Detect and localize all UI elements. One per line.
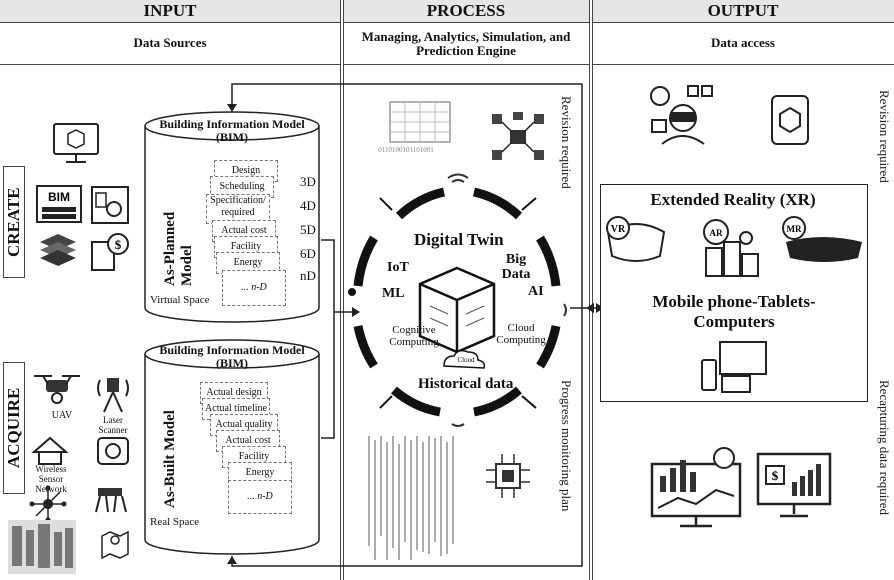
mr-label: MR <box>787 224 802 234</box>
finance-monitor-icon: $ <box>756 452 832 518</box>
ar-label: AR <box>710 228 723 238</box>
binary-text: 0110100101101001 <box>378 146 434 154</box>
process-revision-label: Revision required <box>559 96 574 189</box>
output-header: OUTPUT <box>592 0 894 23</box>
historical-data-label: Historical data <box>418 376 514 392</box>
monitor-cube-icon <box>53 123 99 163</box>
iot-label: IoT <box>387 260 409 275</box>
xr-title: Extended Reality (XR) <box>650 190 816 209</box>
mobile-label: Mobile phone-Tablets-Computers <box>652 292 816 331</box>
dim-label: nD <box>300 268 316 283</box>
divider <box>343 64 589 65</box>
devices-icon <box>701 341 767 393</box>
input-subtitle: Data Sources <box>133 35 207 50</box>
bim-icon: BIM <box>36 185 82 223</box>
built-title: Building Information Model (BIM) <box>159 343 305 370</box>
progress-monitoring-label: Progress monitoring plan <box>559 380 574 512</box>
divider <box>589 0 590 580</box>
wsn-label: Wireless Sensor Network <box>35 464 67 494</box>
real-space-label: Real Space <box>150 516 200 528</box>
drone-icon <box>34 375 80 404</box>
data-stream-image <box>368 436 454 560</box>
dim-label: 6D <box>300 246 316 261</box>
output-subtitle: Data access <box>711 35 775 50</box>
recapturing-label: Recapturing data required <box>877 380 892 515</box>
mr-headset-icon: MR <box>782 216 862 262</box>
divider <box>592 64 894 65</box>
cloud-label: Cloud <box>457 356 475 364</box>
uav-label: UAV <box>51 410 73 421</box>
dim-label: 5D <box>300 222 316 237</box>
divider <box>343 0 344 580</box>
ar-city-icon: AR <box>703 219 759 277</box>
divider <box>0 64 340 65</box>
vr-user-icon <box>650 85 713 145</box>
dashboard-icon <box>650 447 742 528</box>
cloud-computing-label: Cloud Computing <box>496 322 546 346</box>
svg-text:$: $ <box>115 237 122 252</box>
big-data-label: Big Data <box>501 252 531 282</box>
process-header: PROCESS <box>343 0 589 23</box>
server-network-icon <box>492 112 544 160</box>
svg-text:BIM: BIM <box>48 190 70 204</box>
built-card: ... n-D <box>228 480 292 514</box>
settings-window-icon <box>91 186 129 224</box>
planned-card: ... n-D <box>222 270 286 306</box>
building-dollar-icon: $ <box>91 233 129 271</box>
process-subtitle: Managing, Analytics, Simulation, and Pre… <box>361 29 571 58</box>
ml-label: ML <box>382 286 405 301</box>
laser-label: Laser Scanner <box>98 415 128 435</box>
building-icon: 0110100101101001 <box>378 101 451 154</box>
divider <box>340 0 341 580</box>
digital-twin-label: Digital Twin <box>414 230 504 249</box>
smart-home-icon <box>31 436 69 465</box>
divider <box>592 0 593 580</box>
dim-label: 3D <box>300 174 316 189</box>
ar-cube-icon <box>771 95 809 145</box>
layers-icon <box>40 234 76 266</box>
output-revision-label: Revision required <box>877 90 892 183</box>
camera-icon <box>97 437 129 465</box>
chip-icon <box>486 454 530 498</box>
input-header: INPUT <box>0 0 340 23</box>
vr-headset-icon: VR <box>606 216 666 262</box>
planned-card: Specification/ required quality <box>206 194 270 224</box>
svg-text:$: $ <box>772 468 779 483</box>
point-cloud-image <box>8 520 76 574</box>
planned-title: Building Information Model (BIM) <box>159 117 305 144</box>
map-icon <box>101 530 129 560</box>
dim-label: 4D <box>300 198 316 213</box>
vr-label: VR <box>611 224 626 235</box>
cognitive-computing-label: Cognitive Computing <box>389 324 439 348</box>
ai-label: AI <box>528 284 544 299</box>
network-icon <box>29 485 67 523</box>
virtual-space-label: Virtual Space <box>150 294 210 306</box>
xr-box <box>600 184 868 402</box>
robot-dog-icon <box>95 488 127 513</box>
laser-scanner-icon <box>97 378 129 413</box>
digital-twin-ring <box>348 173 567 427</box>
